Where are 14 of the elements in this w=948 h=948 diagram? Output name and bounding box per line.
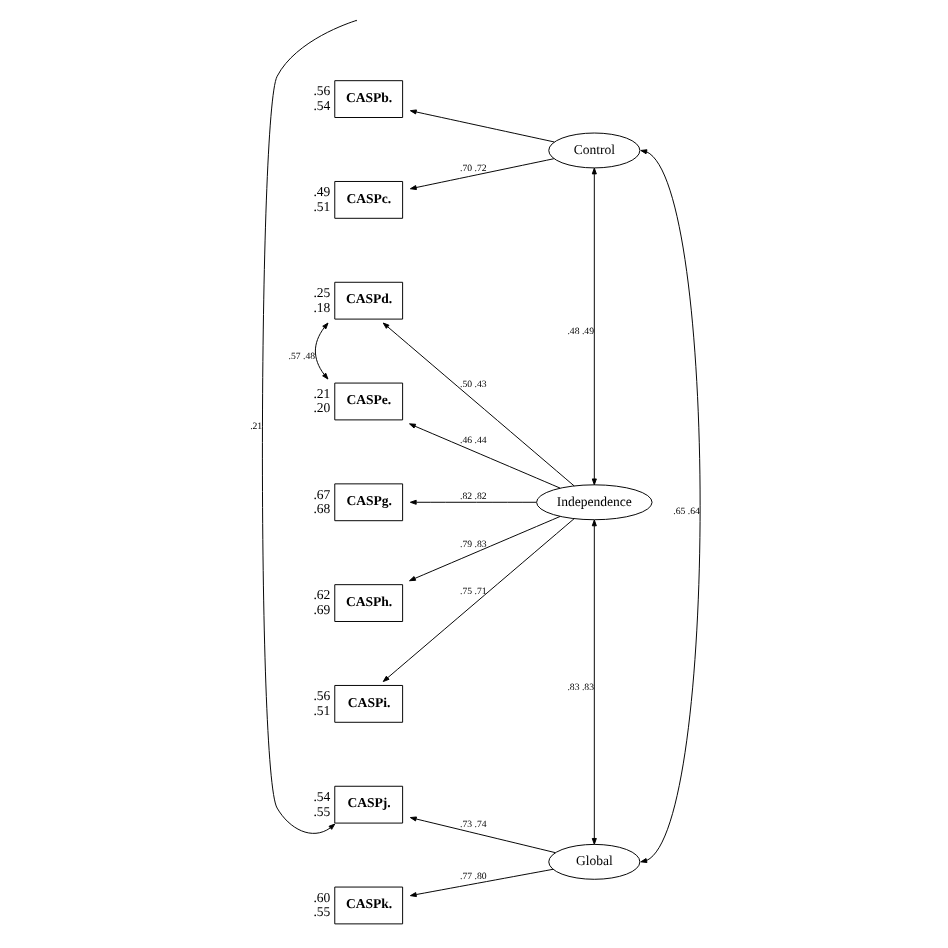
arrow — [639, 149, 700, 863]
arrow — [590, 167, 596, 486]
arrow — [408, 423, 560, 489]
arrow — [408, 499, 536, 505]
arrow — [590, 519, 596, 845]
arrow — [408, 109, 554, 143]
arrow — [408, 816, 555, 854]
arrow — [408, 516, 560, 582]
arrow — [381, 322, 574, 487]
arrow — [381, 518, 574, 682]
arrow — [313, 322, 328, 380]
arrow — [408, 158, 554, 191]
arrow — [260, 20, 356, 834]
arrow — [408, 868, 553, 898]
